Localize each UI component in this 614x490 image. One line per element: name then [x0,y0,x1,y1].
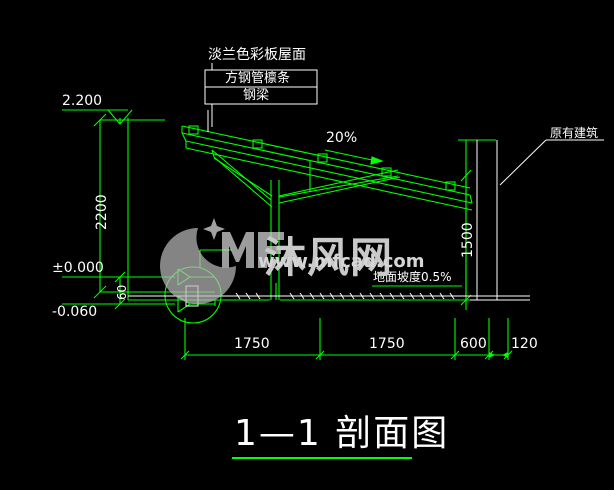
label-steel-beam: 钢梁 [243,88,270,103]
dim-value-h-4: 120 [511,336,538,352]
ground-hatch-19 [439,292,445,300]
dim-value-h-3: 600 [460,336,487,352]
dim-tick-1 [180,350,190,360]
ground-hatch-20 [449,292,455,300]
brace-left-lower [213,156,273,208]
dim-value-h-1: 1750 [234,336,270,352]
ground-hatch-12 [369,292,375,300]
ground-hatch-8 [329,292,335,300]
label-roof-material: 淡兰色彩板屋面 [208,47,306,63]
ground-hatch-16 [409,292,415,300]
dim-arrow-120-left [489,352,495,358]
ground-hatch-10 [349,292,355,300]
ground-hatch-7 [319,292,325,300]
watermark-url-text: www.mfcad.com [258,251,425,272]
elevation-value-ground: ±0.000 [52,260,104,276]
dim-value-2200: 2200 [94,194,110,230]
dim-tick-3 [450,350,460,360]
roof-panel-bottom-edge [181,132,471,196]
dim-tick-2 [315,350,325,360]
dim-value-h-2: 1750 [369,336,405,352]
brace-left-upper [211,149,272,201]
purlin-box-3 [317,153,328,163]
ground-hatch-18 [429,292,435,300]
label-box-beam [204,86,318,105]
ground-hatch-13 [379,292,385,300]
roof-beam-connector-left [181,132,187,142]
watermark-brand-text: 沐风网 [264,233,394,282]
slope-arrow-line [324,149,373,161]
ground-hatch-9 [339,292,345,300]
brace-right-lower [278,176,401,204]
ground-hatch-1 [235,292,241,300]
ground-hatch-17 [419,292,425,300]
ground-hatch-11 [359,292,365,300]
purlin-box-5 [445,181,456,191]
watermark-swoosh [160,228,236,304]
truss-lower-chord-left-a [213,157,273,197]
dim-value-60: 60 [115,284,129,300]
label-roof-slope: 20% [326,130,358,146]
dim-value-1500: 1500 [460,222,476,258]
slope-arrow-head [370,156,384,165]
ground-hatch-4 [289,292,295,300]
label-ground-slope: 地面坡度0.5% [373,270,452,284]
steel-beam-bottom-line [185,147,473,211]
right-dim-1500-tick-top [460,169,472,182]
label-existing-building: 原有建筑 [550,126,599,140]
brace-tie-left-top [211,149,215,158]
ground-hatch-2 [245,292,251,300]
watermark-sparkle [203,218,225,240]
elevation-value-bottom: -0.060 [52,304,98,320]
elevation-value-top: 2.200 [62,93,103,109]
roof-beam-connector-right [469,194,473,204]
ground-hatch-6 [309,292,315,300]
dim-arrow-120-right [502,352,508,358]
purlin-box-1 [188,125,199,135]
ground-hatch-5 [299,292,305,300]
watermark-mf-glyph [222,232,254,268]
brace-right-upper [278,169,399,197]
ground-hatch-14 [389,292,395,300]
label-purlin: 方钢管檩条 [225,71,291,86]
ground-hatch-3 [255,292,261,300]
steel-beam-top-line [185,140,473,204]
existing-building-leader-diag [499,139,547,186]
purlin-box-2 [252,139,263,149]
right-dim-1500-tick-bot [460,294,472,306]
drawing-title: 1—1 剖面图 [234,413,450,454]
watermark-f-glyph [258,232,284,268]
truss-right-chord [278,175,399,198]
roof-panel-top-edge [181,125,471,189]
dim-60-tick-top [114,271,126,283]
dim-60-tick-bot [114,298,126,310]
ground-hatch-15 [399,292,405,300]
